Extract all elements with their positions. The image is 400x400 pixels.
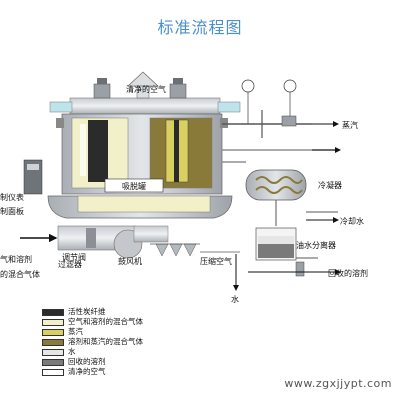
legend-item: 水 [42,347,242,357]
separator-label: 油水分离器 [296,240,336,250]
legend-swatch [42,308,64,316]
legend-item: 溶剂和蒸汽的混合气体 [42,337,242,347]
water-label: 水 [231,294,239,304]
legend-swatch [42,358,64,366]
compressed-air-label: 压缩空气 [200,256,232,266]
condenser: 冷凝器 冷却水 [245,169,364,226]
inlet-section: 气和溶剂 的混合气体 调节阀 过滤器 鼓风机 [0,225,169,279]
steam-label: 蒸汽 [342,120,358,130]
legend-swatch [42,338,64,346]
legend-label: 溶剂和蒸汽的混合气体 [68,337,143,346]
recovered-solvent-label: 回收的溶剂 [328,268,368,278]
legend-label: 水 [68,347,76,356]
lower-manifold: 吸脱罐 [47,178,233,219]
filter-label: 过滤器 [58,259,82,269]
filter-bank: 压缩空气 [150,243,240,266]
cooling-water-label: 冷却水 [340,216,364,226]
legend-swatch [42,368,64,376]
oil-water-separator: 油水分离器 回收的溶剂 水 [231,200,368,304]
legend: 活性炭纤维空气和溶剂的混合气体蒸汽溶剂和蒸汽的混合气体水回收的溶剂清净的空气 [42,307,242,377]
regulating-valve-label: 调节阀 [62,253,86,262]
control-panel: 制仪表 制面板 [0,159,43,216]
watermark: www.zgxjjypt.com [284,377,392,390]
legend-swatch [42,348,64,356]
legend-item: 活性炭纤维 [42,307,242,317]
inlet-label-1: 气和溶剂 [0,254,32,264]
diagram-title: 标准流程图 [157,18,243,37]
legend-label: 空气和溶剂的混合气体 [68,317,143,326]
adsorption-tank-label: 吸脱罐 [122,181,146,191]
inlet-label-2: 的混合气体 [0,269,40,279]
legend-item: 回收的溶剂 [42,357,242,367]
legend-swatch [42,318,64,326]
legend-item: 清净的空气 [42,367,242,377]
legend-label: 蒸汽 [68,327,83,336]
blower-label: 鼓风机 [118,256,142,266]
legend-item: 蒸汽 [42,327,242,337]
condenser-label: 冷凝器 [318,180,342,190]
legend-label: 回收的溶剂 [68,357,106,366]
legend-label: 清净的空气 [68,367,106,376]
control-panel-label-1: 制仪表 [0,192,24,202]
control-panel-label-2: 制面板 [0,206,24,216]
steam-line: 蒸汽 [222,79,358,163]
top-exhaust-duct: 清净的空气 [49,71,241,115]
legend-item: 空气和溶剂的混合气体 [42,317,242,327]
clean-air-label: 清净的空气 [126,84,166,94]
legend-swatch [42,328,64,336]
legend-label: 活性炭纤维 [68,307,106,316]
